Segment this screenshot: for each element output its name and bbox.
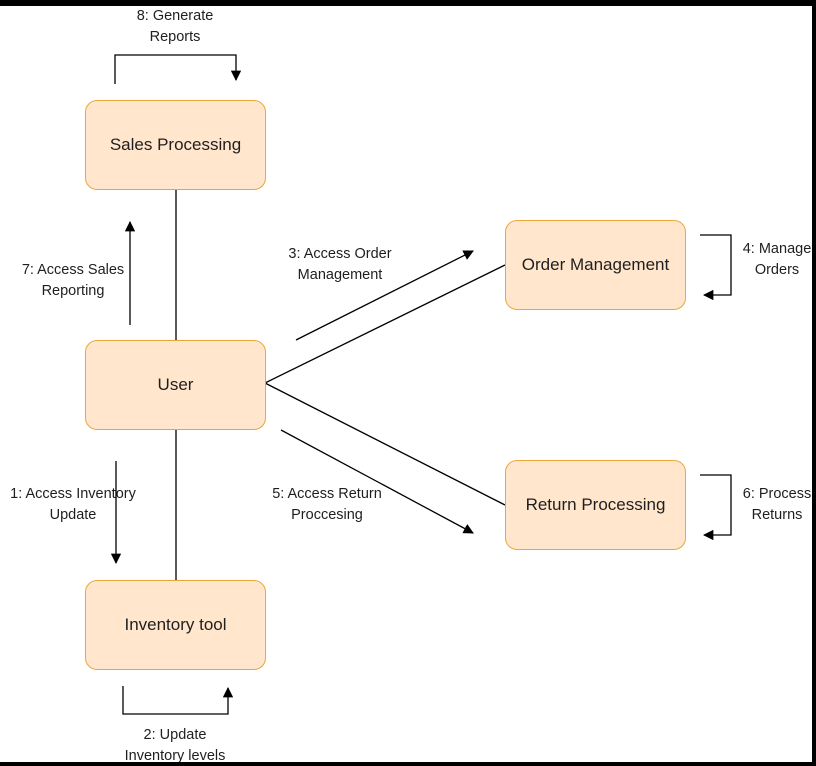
message-label-7: 7: Access Sales Reporting bbox=[21, 262, 125, 300]
node-inventory-tool[interactable]: Inventory tool bbox=[85, 580, 266, 670]
message-label-5: 5: Access Return Proccesing bbox=[272, 486, 382, 524]
message-label-6: 6: Process Returns bbox=[742, 486, 812, 524]
node-return-processing[interactable]: Return Processing bbox=[505, 460, 686, 550]
arrow-manage-orders bbox=[700, 234, 732, 301]
arrow-process-returns bbox=[700, 474, 732, 541]
node-user-label: User bbox=[157, 375, 194, 394]
node-sales-processing-label: Sales Processing bbox=[109, 135, 242, 154]
node-inventory-tool-label: Inventory tool bbox=[124, 615, 227, 634]
arrow-update-inventory-levels bbox=[122, 686, 234, 715]
node-order-management-label: Order Management bbox=[521, 255, 670, 274]
node-user[interactable]: User bbox=[85, 340, 266, 430]
message-label-1: 1: Access Inventory Update bbox=[10, 486, 136, 524]
message-label-8: 8: Generate Reports bbox=[136, 8, 214, 46]
message-label-2: 2: Update Inventory levels bbox=[124, 727, 226, 762]
node-return-processing-label: Return Processing bbox=[525, 495, 666, 514]
message-label-3: 3: Access Order Management bbox=[288, 246, 392, 284]
arrow-generate-reports bbox=[114, 54, 242, 84]
node-order-management[interactable]: Order Management bbox=[505, 220, 686, 310]
message-label-4: 4: Manage Orders bbox=[742, 241, 812, 279]
link-user-order bbox=[264, 264, 506, 384]
arrow-access-order-management bbox=[295, 250, 474, 341]
collaboration-diagram: Sales Processing Order Management User R… bbox=[0, 6, 812, 762]
node-sales-processing[interactable]: Sales Processing bbox=[85, 100, 266, 190]
connector-layer bbox=[110, 54, 732, 715]
arrow-access-return-processing bbox=[280, 429, 474, 534]
link-user-return bbox=[264, 382, 506, 506]
